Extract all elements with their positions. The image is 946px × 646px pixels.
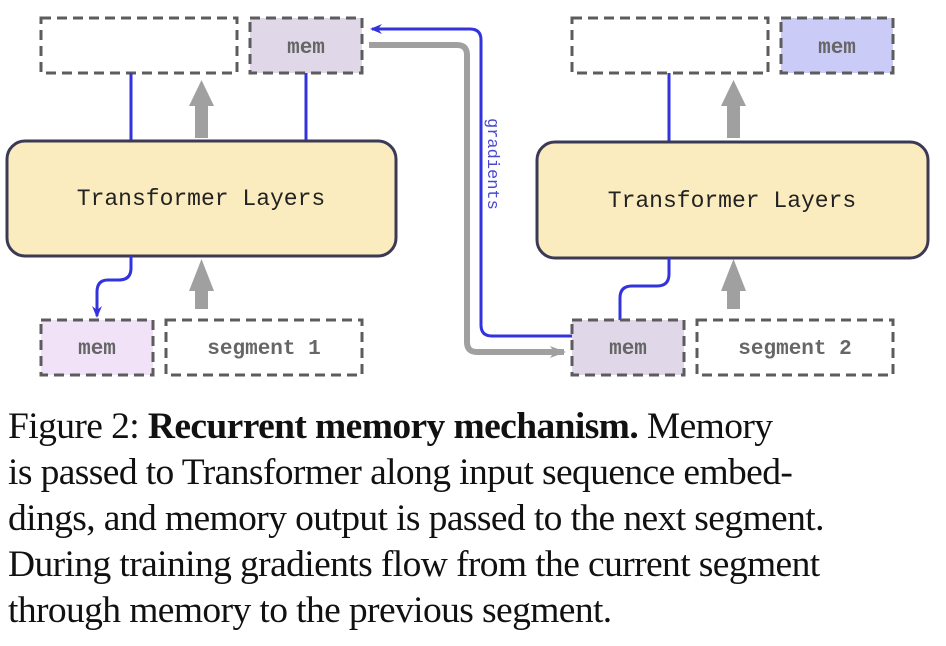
gradients-label: gradients [482,118,501,210]
left-transformer-layers [5,139,398,258]
right-transformer-layers [535,140,930,260]
left-transformer-label: Transformer Layers [77,186,325,212]
left-segment-box [164,318,364,377]
caption-line-4: During training gradients flow from the … [8,544,820,585]
right-segment-label: segment 2 [738,338,851,361]
cross-segment-flows: gradients [369,24,573,358]
right-output-mem-box [779,16,895,75]
right-input-mem-box [570,318,686,377]
right-input-mem-label: mem [609,338,647,361]
right-transformer-label: Transformer Layers [608,188,856,214]
recurrent-memory-diagram: mem Transformer Layers mem segment 1 [5,16,930,377]
left-output-mem-box [248,16,364,75]
left-mem-down-arrow [92,256,133,318]
figure-caption: Figure 2: Recurrent memory mechanism. Me… [8,404,938,634]
caption-figure-number: Figure 2: [8,406,140,447]
left-segment-up-arrow-icon [189,259,214,309]
memory-forward-arrow [369,42,566,358]
right-mem-input-connector [618,258,671,320]
right-output-box [570,16,770,75]
left-upward-arrow-icon [189,80,214,138]
right-segment-up-arrow-icon [721,259,746,309]
caption-line-1-rest: Memory [646,406,773,447]
left-input-mem-label: mem [78,338,116,361]
caption-line-1: Figure 2: Recurrent memory mechanism. Me… [8,404,938,450]
left-output-mem-label: mem [287,37,325,60]
caption-line-5: through memory to the previous segment. [8,590,612,631]
caption-line-2: is passed to Transformer along input seq… [8,452,793,493]
right-block: mem Transformer Layers mem segment 2 [535,16,930,377]
caption-line-3: dings, and memory output is passed to th… [8,498,824,539]
right-segment-box [695,318,895,377]
gradients-backward-arrow [370,24,573,338]
right-upward-arrow-icon [721,80,746,138]
left-segment-label: segment 1 [207,338,320,361]
left-output-box [39,16,239,75]
left-input-mem-box [39,318,155,377]
left-block: mem Transformer Layers mem segment 1 [5,16,398,377]
caption-title: Recurrent memory mechanism. [147,406,639,447]
right-output-mem-label: mem [818,37,856,60]
